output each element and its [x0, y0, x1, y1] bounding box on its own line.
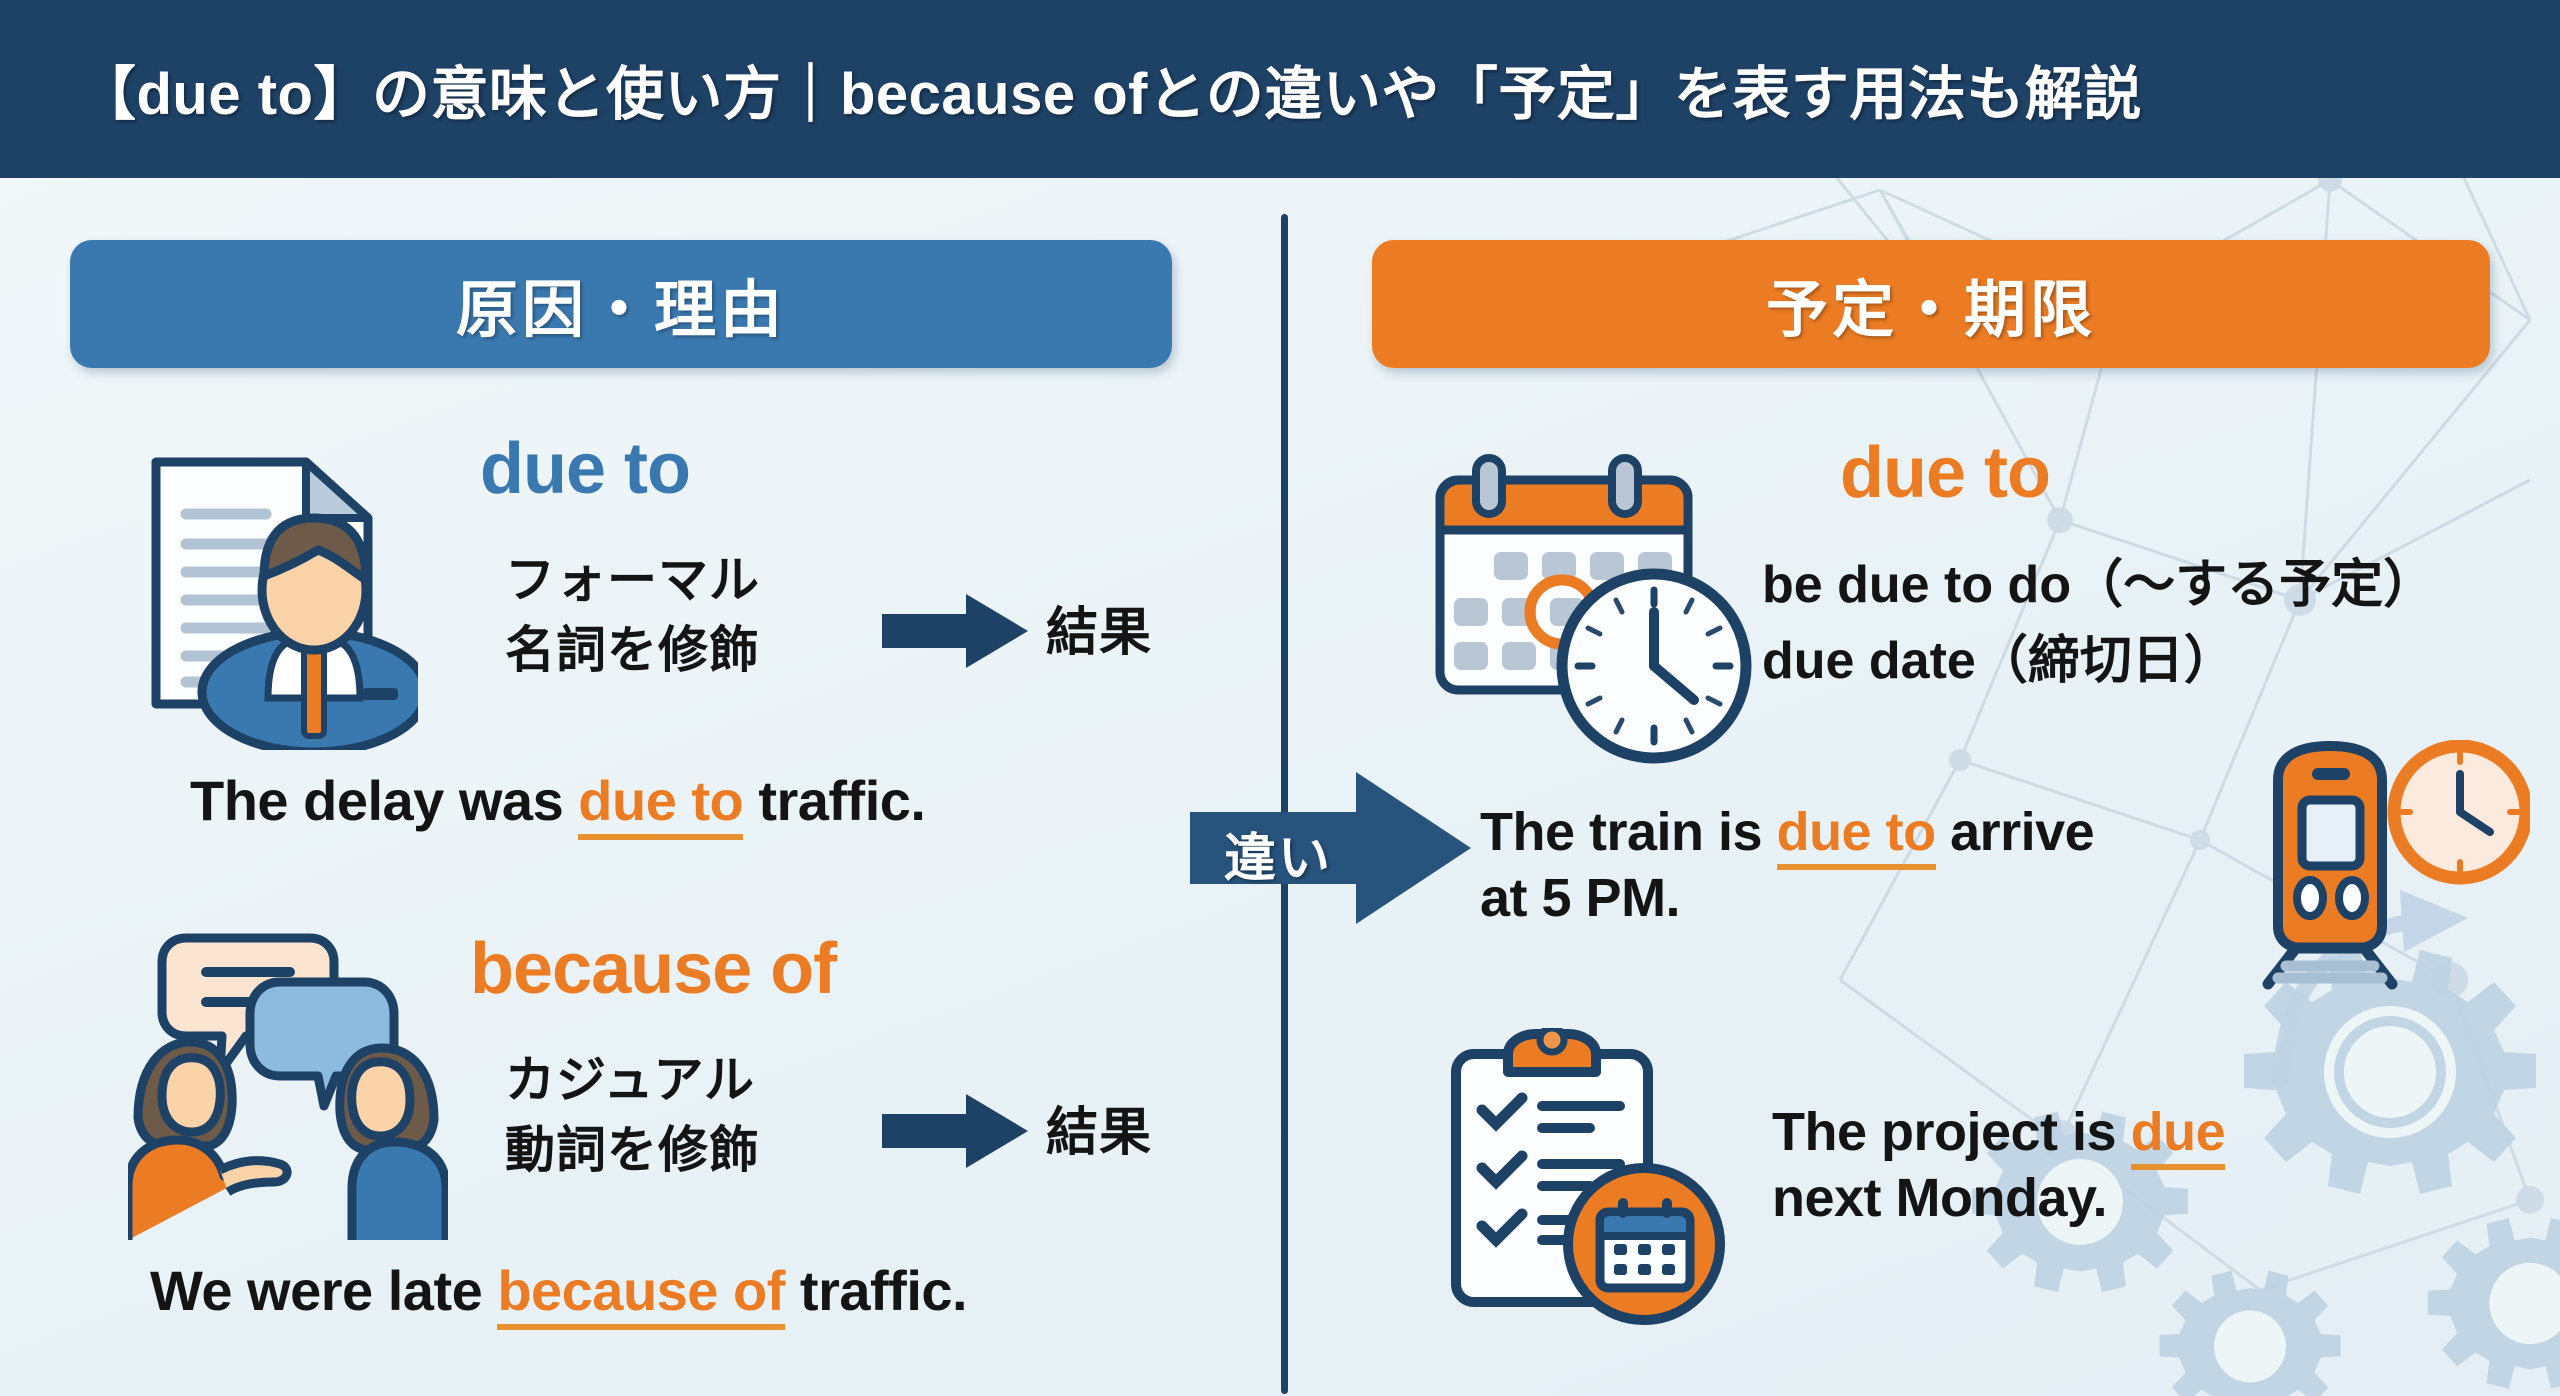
calendar-clock-icon	[1432, 448, 1762, 778]
difference-arrow: 違い	[1188, 768, 1473, 928]
difference-arrow-label: 違い	[1223, 830, 1332, 888]
right-example-train-suffix: arrive	[1935, 802, 2095, 862]
right-usage-2: due date（締切日）	[1762, 632, 2236, 690]
result-label-2: 結果	[1046, 1104, 1153, 1162]
column-heading-schedule: 予定・期限	[1372, 240, 2490, 368]
left-example-2-prefix: We were late	[150, 1259, 498, 1322]
result-arrow-icon-2	[880, 1092, 1030, 1170]
result-arrow-icon-1	[880, 592, 1030, 670]
right-example-project-line2: next Monday.	[1772, 1167, 2108, 1228]
two-people-talking-icon	[123, 920, 451, 1240]
left-note-1-line2: 名詞を修飾	[505, 622, 760, 678]
left-note-2-line1: カジュアル	[505, 1052, 755, 1108]
left-note-1-line1: フォーマル	[505, 552, 760, 608]
difference-arrow-icon	[1190, 772, 1471, 924]
left-term-due-to: due to	[480, 429, 691, 509]
column-divider	[1281, 214, 1288, 1394]
right-example-train-line2: at 5 PM.	[1480, 867, 1681, 928]
right-example-train-highlight: due to	[1776, 802, 1936, 870]
left-example-2-highlight: because of	[497, 1259, 785, 1330]
document-businessman-icon	[118, 440, 431, 757]
left-example-1-suffix: traffic.	[743, 769, 926, 832]
left-term-because-of: because of	[470, 929, 837, 1009]
left-example-2: We were late because of traffic.	[150, 1258, 968, 1330]
right-example-train-prefix: The train is	[1480, 802, 1777, 862]
page-header: 【due to】の意味と使い方｜because ofとの違いや「予定」を表す用法…	[0, 0, 2560, 178]
right-example-train: The train is due to arrive at 5 PM.	[1480, 800, 2220, 932]
left-example-2-suffix: traffic.	[784, 1259, 968, 1322]
right-example-project: The project is due next Monday.	[1772, 1100, 2532, 1232]
left-example-1-prefix: The delay was	[190, 769, 579, 832]
right-usage-1: be due to do（〜する予定）	[1762, 556, 2436, 614]
result-label-1: 結果	[1046, 604, 1153, 662]
clipboard-calendar-icon	[1438, 1024, 1748, 1338]
left-note-2-line2: 動詞を修飾	[505, 1122, 760, 1178]
right-term-due-to: due to	[1840, 433, 2051, 513]
left-example-1-highlight: due to	[578, 769, 744, 840]
right-example-project-highlight: due	[2130, 1102, 2226, 1170]
page-title: 【due to】の意味と使い方｜because ofとの違いや「予定」を表す用法…	[78, 62, 2142, 127]
train-clock-icon	[2200, 739, 2533, 990]
right-example-project-prefix: The project is	[1772, 1102, 2131, 1162]
column-heading-cause: 原因・理由	[70, 240, 1172, 368]
column-heading-cause-label: 原因・理由	[455, 276, 786, 345]
column-heading-schedule-label: 予定・期限	[1765, 276, 2096, 345]
left-example-1: The delay was due to traffic.	[190, 768, 926, 840]
